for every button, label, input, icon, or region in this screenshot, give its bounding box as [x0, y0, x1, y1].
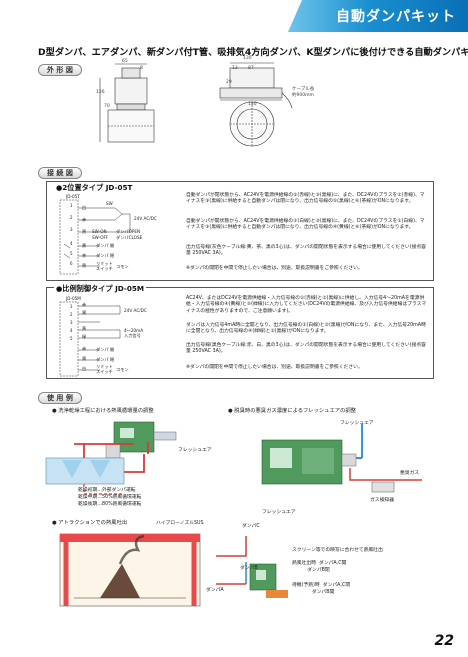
- jd05t-wire-1: 白: [82, 205, 87, 210]
- svg-text:4: 4: [70, 328, 73, 333]
- mode-late: 乾燥後期…80%熱風循環運転: [78, 502, 142, 507]
- jd05t-power-label: 24V AC/DC: [134, 216, 157, 221]
- jd05t-wire-4: 黄: [82, 243, 87, 248]
- jd05m-wire-2: 黒: [82, 310, 87, 315]
- jd05t-close: ダンパCLOSE: [116, 235, 143, 240]
- jd05t-wiring-diagram: 1 2 3 4 5 6: [59, 199, 131, 275]
- svg-text:2: 2: [70, 312, 73, 317]
- jd05t-wire-6: 黒: [82, 263, 87, 268]
- svg-text:6: 6: [70, 261, 73, 266]
- screen-projection-text: スクリーン等での映写に合わせて熱風吐出: [292, 548, 383, 553]
- mode-early: 乾燥初期…外部ダンパ運転: [78, 488, 136, 493]
- standby-mode-text: 待機(予熱)時 ダンパA,C閉 ダンパB開: [292, 583, 351, 595]
- jd05m-box: [46, 287, 434, 379]
- section-tag-usage: 使 用 例: [38, 392, 82, 404]
- svg-text:1: 1: [70, 304, 73, 309]
- jd05m-signal-label: 4～20mA 入力信号: [124, 328, 144, 338]
- jd05m-close-status: ダンパ 閉: [96, 357, 115, 362]
- jd05m-wire-7: 黒: [82, 356, 87, 361]
- svg-text:2: 2: [70, 215, 73, 220]
- jd05t-text-4: ※ダンパの開閉を中間で停止したい場合は、別途、取扱説明書をご参照ください。: [186, 266, 363, 271]
- fresh-air-label-2: フレッシュエア: [340, 421, 374, 426]
- svg-text:3: 3: [70, 320, 73, 325]
- dim-29: 29: [226, 80, 232, 85]
- page-title: 自動ダンパキット: [336, 9, 456, 25]
- dim-126: 126: [96, 90, 105, 95]
- jd05t-common: コモン: [116, 264, 129, 269]
- jd05t-open: ダンパOPEN: [116, 229, 141, 234]
- cable-length-note: ケーブル長 約900mm: [292, 87, 315, 98]
- outline-drawing: [99, 62, 293, 147]
- jd05m-common: コモン: [116, 367, 129, 372]
- dim-130: 130: [243, 56, 252, 61]
- svg-text:4: 4: [70, 241, 73, 246]
- jd05m-wire-4: 黄: [82, 326, 87, 331]
- fresh-air-label-1: フレッシュエア: [178, 448, 212, 453]
- usage-illustration-washing: [45, 421, 177, 495]
- usage-illustration-deodorizing: [261, 424, 422, 493]
- jd05t-wire-2: 赤: [82, 217, 87, 222]
- damper-a-label: ダンパA: [206, 588, 224, 593]
- jd05m-limit-switch: リミット スイッチ: [96, 364, 113, 374]
- jd05m-text-4: ※ダンパの開閉を中間で停止したい場合は、別途、取扱説明書をご参照ください。: [186, 365, 363, 370]
- dim-65: 65: [122, 59, 128, 64]
- usage-case-2: ● 脱臭時の悪臭ガス濃度によるフレッシュエアの調整: [228, 408, 356, 414]
- damper-c-label: ダンパC: [242, 524, 260, 529]
- svg-text:1: 1: [70, 203, 73, 208]
- jd05m-open-status: ダンパ 開: [96, 347, 115, 352]
- jd05m-text-1: AC24V、またはDC24Vを電源供給線・入力信号線の①(赤線)と②(黒線)に供…: [186, 296, 427, 314]
- jd05t-sw-off: SW-OFF: [92, 235, 109, 240]
- discharge-mode-text: 熱風吐出時 ダンパA,C開 ダンパB閉: [292, 561, 347, 573]
- usage-illustration-attraction: [59, 533, 201, 607]
- jd05t-open-status: ダンパ 開: [96, 243, 115, 248]
- jd05t-text-2: 自動ダンパが開状態から、AC24Vを電源供給線の①(白線)と③(黒線)に、また、…: [186, 219, 425, 231]
- product-headline: D型ダンパ、エアダンパ、新ダンパ付T管、吸排気4方向ダンパ、K型ダンパに後付けで…: [38, 47, 468, 58]
- svg-text:5: 5: [70, 336, 73, 341]
- jd05t-text-1: 自動ダンパが閉状態から、AC24Vを電源供給線の②(赤線)と③(黒線)に、また、…: [186, 193, 425, 205]
- dim-70: 70: [104, 104, 110, 109]
- jd05m-power-label: 24V AC/DC: [124, 308, 147, 313]
- mode-middle: 乾燥中期…50%熱風循環運転: [78, 495, 142, 500]
- svg-text:3: 3: [70, 227, 73, 232]
- damper-b-label: ダンパB: [240, 566, 258, 571]
- jd05m-text-3: 出力信号線(黒色ケーブル線:赤、白、黒の3心)は、ダンパの開閉状態を表示する場合…: [186, 343, 426, 355]
- jd05m-wiring-diagram: 1 2 3 4 5: [59, 301, 121, 377]
- jd05t-sw-on: SW-ON: [92, 229, 107, 234]
- jd05t-title: ●2位置タイプ JD-05T: [54, 183, 135, 193]
- usage-case-1: ● 洗浄乾燥工程における熱風循環量の調整: [52, 408, 154, 414]
- jd05m-title: ●比例制御タイプ JD-05M: [54, 284, 146, 294]
- jd05t-close-status: ダンパ 閉: [96, 253, 115, 258]
- high-blow-nozzle-label: ハイブローノズルSUS: [156, 521, 204, 526]
- jd05m-text-2: ダンパは入力信号4mA時に全開となり、出力信号線の①(白線)と②(黒線)がONに…: [186, 323, 426, 335]
- section-tag-wiring: 接 続 図: [38, 167, 82, 179]
- dim-87: 87: [248, 66, 254, 71]
- fresh-air-label-3: フレッシュエア: [262, 510, 296, 515]
- jd05t-limit-switch: リミット スイッチ: [96, 261, 113, 271]
- gas-detector-label: ガス検知器: [370, 498, 394, 503]
- section-tag-outline: 外 形 図: [38, 64, 82, 76]
- svg-text:5: 5: [70, 251, 73, 256]
- page-number: 22: [434, 633, 454, 649]
- usage-illustration-damper-setup: [216, 536, 288, 598]
- jd05m-wire-1: 赤: [82, 302, 87, 307]
- dim-8: 8: [140, 66, 143, 71]
- jd05t-wire-3: 黒: [82, 229, 87, 234]
- jd05m-wire-6: 赤: [82, 346, 87, 351]
- jd05t-box: [46, 181, 434, 281]
- odor-gas-label: 悪臭ガス: [400, 471, 420, 476]
- jd05t-model: JD-05T: [66, 194, 80, 199]
- jd05t-wire-5: 茶: [82, 253, 87, 258]
- dim-13: 13: [232, 66, 238, 71]
- jd05m-wire-8: 白: [82, 366, 87, 371]
- jd05t-sw-label: SW: [106, 201, 113, 206]
- usage-case-3: ● アトラクションでの熱風吐出: [52, 520, 128, 526]
- jd05m-model: JD-05M: [66, 296, 81, 301]
- jd05t-text-3: 出力信号線(灰色ケーブル線:黄、茶、黒の3心)は、ダンパの開閉状態を表示する場合…: [186, 245, 426, 257]
- dim-150: 150: [248, 102, 257, 107]
- jd05m-wire-5: 緑: [82, 334, 87, 339]
- title-banner: [288, 0, 468, 32]
